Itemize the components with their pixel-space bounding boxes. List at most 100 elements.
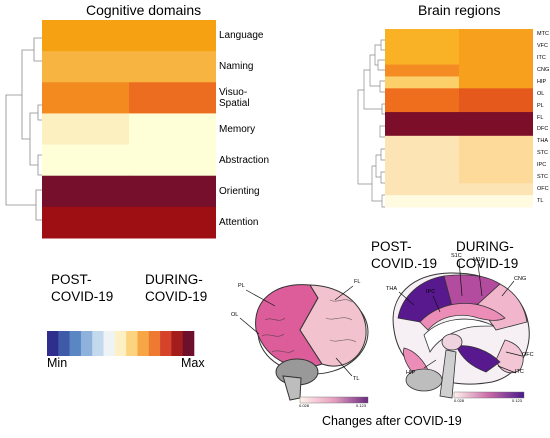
brain-row-label: CNG <box>537 67 550 74</box>
medial-label-tha: THA <box>386 286 397 292</box>
medial-label-m1c: M1C <box>473 257 485 263</box>
brain-cell-during <box>459 159 533 172</box>
brain-cell-post <box>385 171 460 184</box>
brain-col-post: POST-COVID.-19 <box>371 239 438 271</box>
cognitive-cell-during <box>129 206 216 239</box>
brain-row-label: MTC <box>537 31 549 38</box>
legend-swatch <box>182 331 195 356</box>
cognitive-col-during: DURING-COVID-19 <box>145 272 208 304</box>
brain-cell-during <box>459 135 533 149</box>
lateral-scale-bar <box>299 396 369 404</box>
lateral-label-ol: OL <box>231 312 239 318</box>
brain-region-heatmap <box>385 29 533 208</box>
figure-caption: Changes after COVID-19 <box>322 414 462 428</box>
legend-swatch <box>137 331 150 356</box>
legend-max-label: Max <box>181 356 205 370</box>
brain-cell-during <box>459 195 533 208</box>
brain-cell-during <box>459 88 533 101</box>
cognitive-col-post: POST-COVID-19 <box>51 272 114 304</box>
legend-swatch <box>58 331 70 356</box>
legend-swatch <box>69 331 82 356</box>
cognitive-cell-post <box>42 206 130 239</box>
color-legend-bar <box>47 331 195 356</box>
cognitive-row-label: Visuo-Spatial <box>219 86 250 109</box>
brain-row-label: PL <box>537 102 544 109</box>
brain-cell-during <box>459 76 533 89</box>
cognitive-cell-during <box>129 20 216 52</box>
brain-row-label: HIP <box>537 78 547 85</box>
brain-row-label: FL <box>537 114 544 121</box>
brain-cell-post <box>385 183 460 196</box>
brain-row-label: OL <box>537 90 545 97</box>
legend-swatch <box>92 331 104 356</box>
brain-cell-post <box>385 147 460 161</box>
brain-cell-during <box>459 147 533 161</box>
cognitive-cell-post <box>42 113 130 146</box>
brain-cell-post <box>385 100 460 113</box>
brain-cell-post <box>385 195 460 208</box>
brain-row-label: IPC <box>537 161 547 168</box>
cognitive-cell-during <box>129 51 216 83</box>
legend-swatch <box>126 331 138 356</box>
brain-cell-during <box>459 52 533 66</box>
brain-col-during: DURING-COVID-19 <box>456 239 519 271</box>
cognitive-row-label: Attention <box>219 216 259 228</box>
medial-label-ofc: OFC <box>522 352 534 358</box>
lateral-label-tl: TL <box>353 376 360 382</box>
lateral-label-pl: PL <box>238 283 245 289</box>
medial-label-s1c: S1C <box>451 253 462 259</box>
legend-min-label: Min <box>47 356 68 370</box>
cognitive-heatmap <box>42 20 216 239</box>
cognitive-cell-post <box>42 82 130 114</box>
brain-cell-during <box>459 64 533 77</box>
cognitive-cell-during <box>129 175 216 208</box>
cognitive-dendrogram <box>5 37 42 221</box>
cognitive-title: Cognitive domains <box>86 2 202 18</box>
cognitive-cell-post <box>42 51 130 83</box>
cognitive-row-label: Naming <box>219 61 254 73</box>
medial-label-hip: HIP <box>406 370 416 376</box>
brain-cell-post <box>385 112 460 125</box>
brain-row-label: STC <box>537 173 548 180</box>
lateral-scale-min: 0.028 <box>299 403 310 408</box>
brain-row-label: OFC <box>537 185 549 192</box>
brain-cell-during <box>459 29 533 42</box>
cognitive-cell-post <box>42 175 130 208</box>
medial-label-cng: CNG <box>514 276 527 282</box>
legend-swatch <box>103 331 116 356</box>
brain-row-label: DFC <box>537 126 549 133</box>
brain-row-label: STC <box>537 150 548 157</box>
cognitive-row-label: Orienting <box>219 185 260 197</box>
legend-swatch <box>47 331 59 356</box>
brain-cell-during <box>459 123 533 137</box>
brain-dendrogram <box>357 39 385 208</box>
medial-scale-bar <box>453 391 525 399</box>
brain-cell-post <box>385 123 460 137</box>
brain-row-label: VFC <box>537 43 548 50</box>
cognitive-cell-during <box>129 113 216 146</box>
brain-cell-post <box>385 52 460 66</box>
cognitive-cell-post <box>42 144 130 177</box>
brain-cell-post <box>385 29 460 42</box>
legend-swatch <box>148 331 161 356</box>
cognitive-row-label: Memory <box>219 123 256 135</box>
legend-swatch <box>160 331 172 356</box>
brain-row-label: TL <box>537 197 544 204</box>
lateral-label-fl: FL <box>354 279 361 285</box>
brain-cell-post <box>385 76 460 89</box>
brain-cell-during <box>459 183 533 196</box>
brain-cell-post <box>385 64 460 77</box>
brain-cell-post <box>385 135 460 149</box>
brain-cell-during <box>459 171 533 184</box>
cognitive-cell-during <box>129 82 216 114</box>
brain-cell-during <box>459 100 533 113</box>
medial-brain-illustration <box>392 259 530 399</box>
lateral-brain-illustration <box>239 284 369 404</box>
legend-swatch <box>171 331 183 356</box>
medial-label-itc: ITC <box>515 369 524 375</box>
brain-title: Brain regions <box>418 2 501 18</box>
cognitive-cell-post <box>42 20 130 52</box>
medial-scale-min: 0.028 <box>454 398 465 403</box>
cognitive-row-label: Language <box>219 30 264 42</box>
